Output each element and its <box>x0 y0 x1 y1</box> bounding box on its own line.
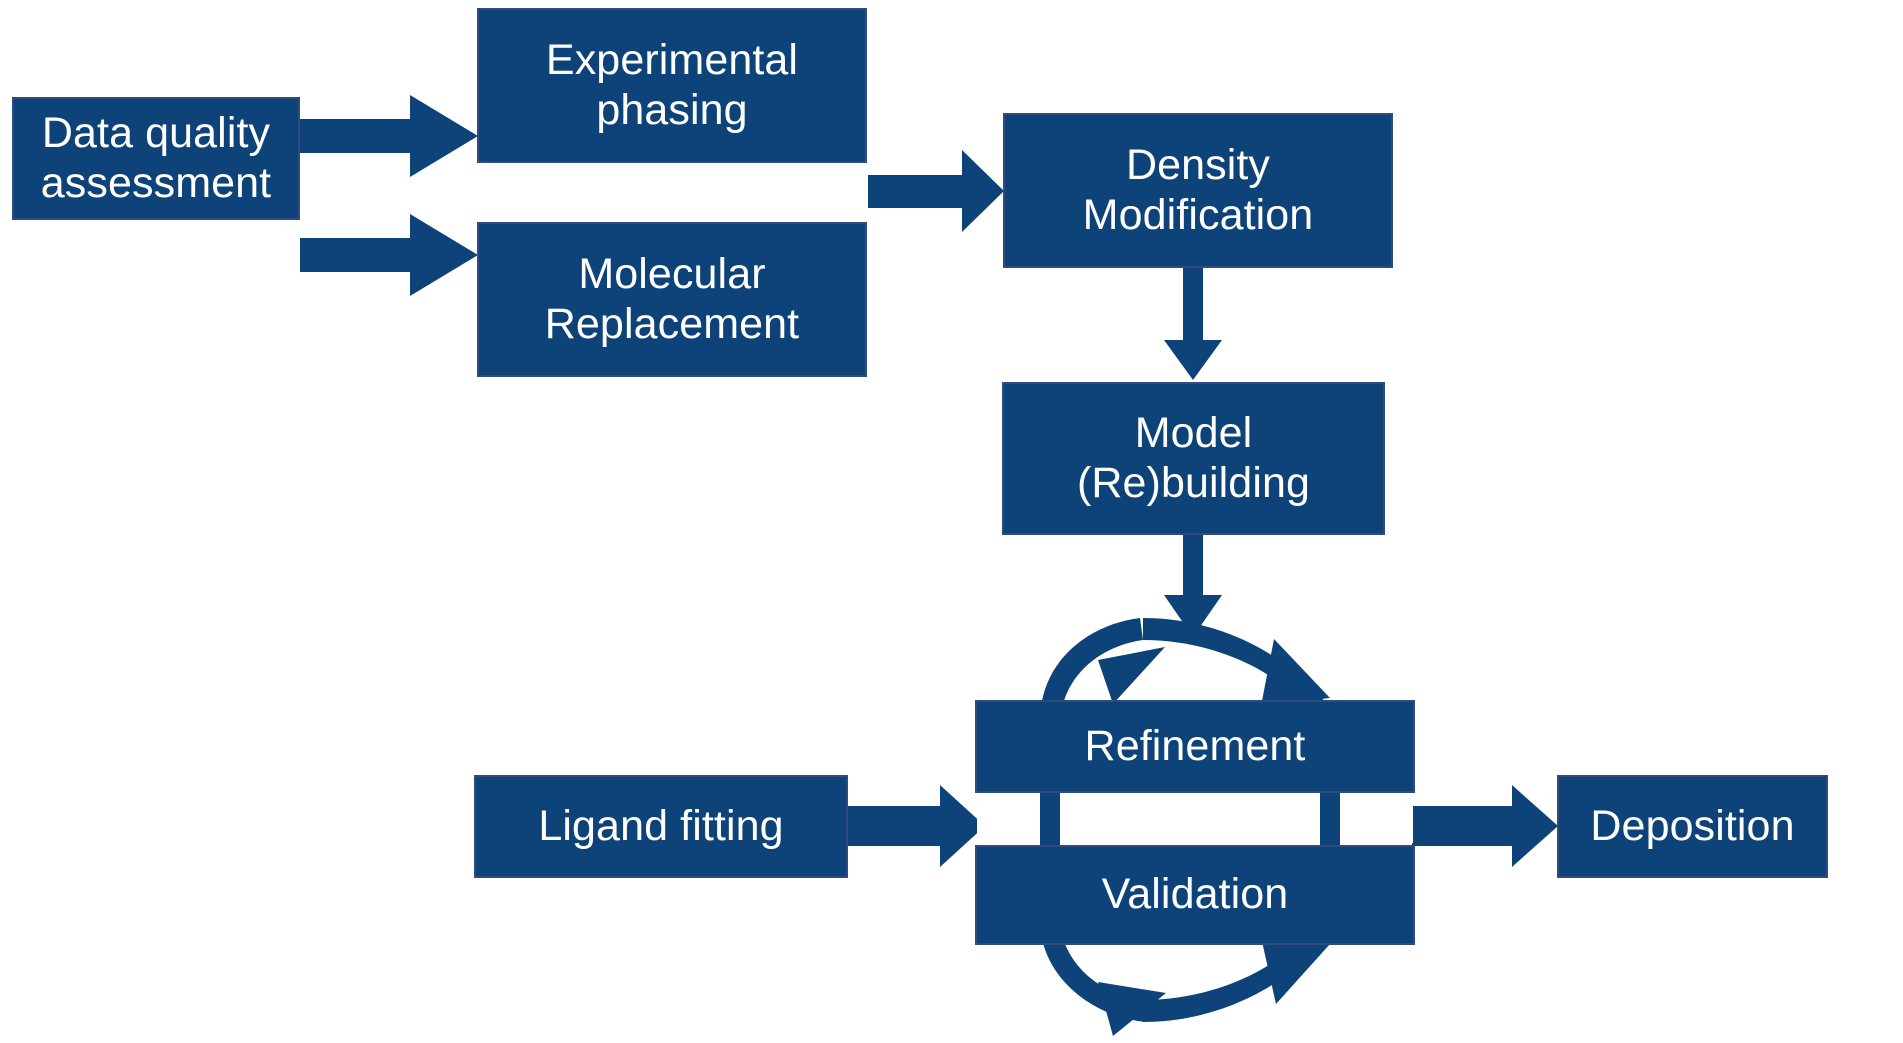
cycle-arc-top <box>1040 618 1340 724</box>
node-ligand-fitting[interactable]: Ligand fitting <box>474 775 848 878</box>
arrow-data-quality-to-molecular-replacement <box>300 214 478 296</box>
node-deposition[interactable]: Deposition <box>1557 775 1828 878</box>
node-refinement[interactable]: Refinement <box>975 700 1415 793</box>
node-density-modification[interactable]: Density Modification <box>1003 113 1393 268</box>
node-label: Ligand fitting <box>538 801 784 850</box>
node-experimental-phasing[interactable]: Experimental phasing <box>477 8 867 163</box>
node-data-quality-assessment[interactable]: Data quality assessment <box>12 97 300 220</box>
node-label: Molecular Replacement <box>544 249 800 348</box>
node-label: Validation <box>1101 870 1289 919</box>
node-validation[interactable]: Validation <box>975 845 1415 945</box>
arrow-phasing-to-density-modification <box>868 150 1004 232</box>
node-label: Density Modification <box>1082 140 1314 239</box>
cycle-arc-bottom <box>1040 918 1340 1036</box>
arrow-density-modification-to-model-rebuilding <box>1164 268 1222 380</box>
arrow-model-rebuilding-to-cycle <box>1164 535 1222 637</box>
node-label: Data quality assessment <box>40 108 272 207</box>
node-label: Refinement <box>1084 721 1306 770</box>
arrow-cycle-to-deposition <box>1412 785 1558 867</box>
node-molecular-replacement[interactable]: Molecular Replacement <box>477 222 867 377</box>
arrow-ligand-fitting-to-cycle <box>848 785 985 867</box>
cycle-gap-channel <box>977 793 1413 845</box>
node-model-rebuilding[interactable]: Model (Re)building <box>1002 382 1385 535</box>
arrow-data-quality-to-experimental-phasing <box>300 95 478 177</box>
node-label: Experimental phasing <box>545 35 799 134</box>
node-label: Model (Re)building <box>1076 408 1311 507</box>
node-label: Deposition <box>1590 801 1795 850</box>
